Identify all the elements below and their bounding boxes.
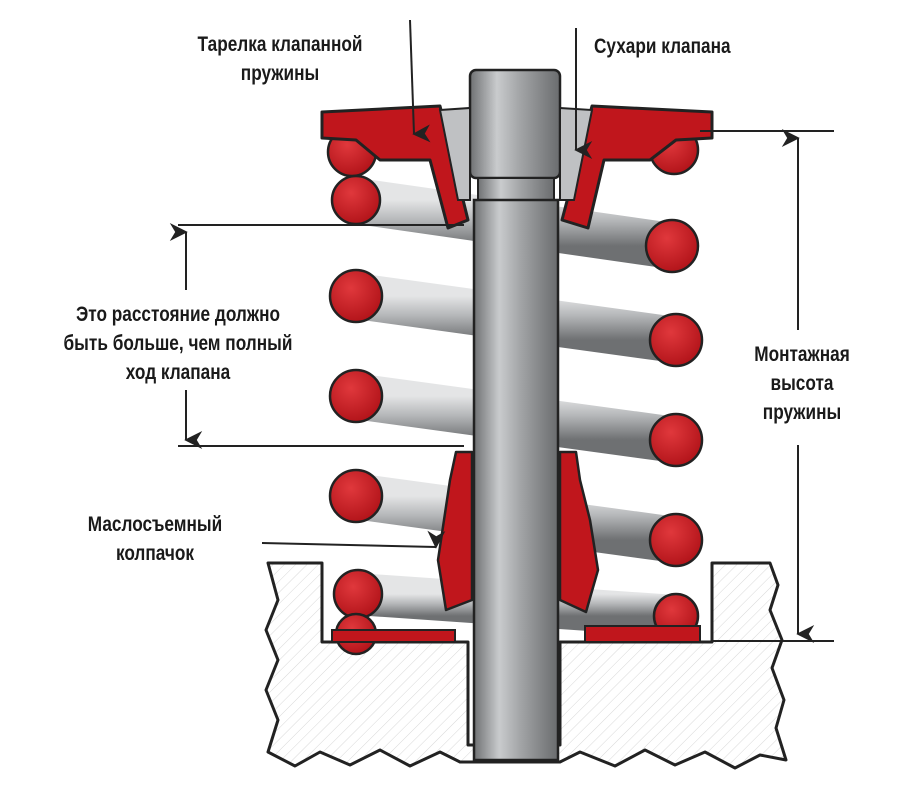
oil-seal-shape	[436, 450, 600, 614]
label-spring-retainer: Тарелка клапанной пружины	[197, 33, 363, 85]
arrow-down-icon	[409, 19, 431, 143]
installed-height-dimension	[700, 129, 834, 643]
label-installed-height: Монтажная высота пружины	[754, 343, 850, 424]
clearance-dimension	[169, 223, 464, 449]
label-valve-keepers: Сухари клапана	[594, 35, 731, 58]
valve-stem	[468, 68, 562, 762]
arrow-right-icon	[261, 530, 446, 549]
spring-seat	[331, 625, 701, 643]
label-clearance-note: Это расстояние должно быть больше, чем п…	[63, 303, 293, 384]
label-oil-seal: Маслосъемный колпачок	[87, 513, 223, 565]
